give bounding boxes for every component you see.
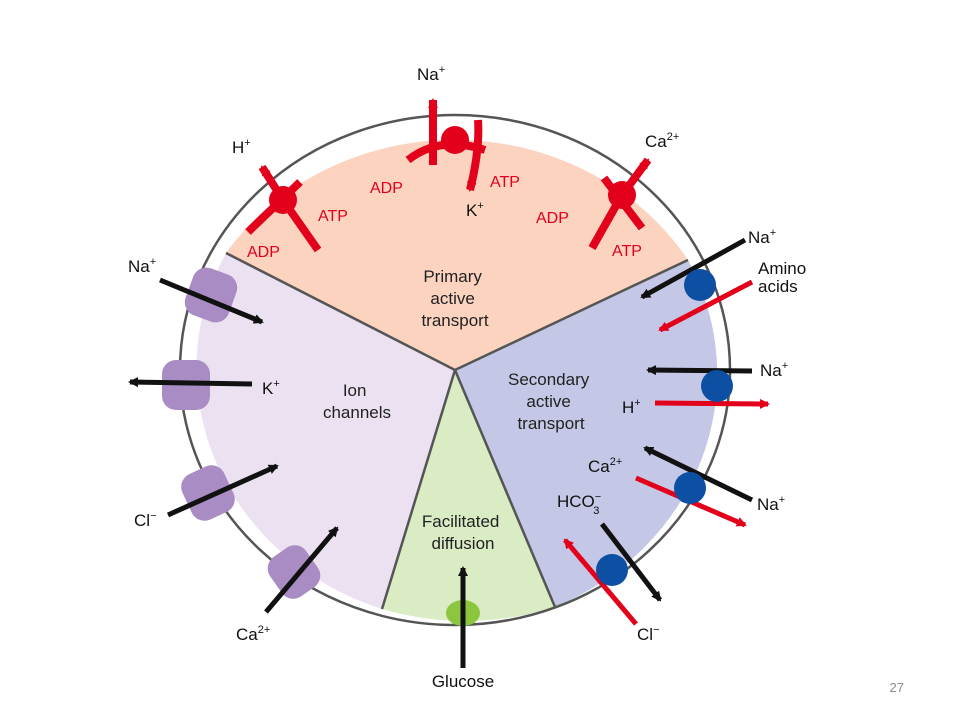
na-in-arrow xyxy=(640,237,747,300)
atp-right-label: ATP xyxy=(612,243,642,260)
k-ion-label: K+ xyxy=(262,378,280,398)
h-top-label: H+ xyxy=(232,137,251,157)
primary-active-transport-label: Primary active transport xyxy=(421,267,488,330)
antiporter-carrier xyxy=(674,472,706,504)
divider xyxy=(454,258,689,372)
amino-acid-in-arrow xyxy=(658,279,754,333)
ion-channels-sector xyxy=(196,253,455,609)
ca-secondary-label: Ca2+ xyxy=(588,456,622,476)
pump-atpase xyxy=(608,181,636,209)
glucose-label: Glucose xyxy=(432,672,494,691)
primary-active-transport-sector xyxy=(226,139,688,370)
h-secondary-label: H+ xyxy=(622,397,641,417)
ca-pump xyxy=(588,157,652,250)
ca-ion-label: Ca2+ xyxy=(236,624,270,644)
divider xyxy=(225,251,456,372)
pump-atpase xyxy=(269,186,297,214)
hco3-out-arrow xyxy=(600,522,662,602)
h-out-arrow xyxy=(654,398,770,409)
pump-atpase xyxy=(441,126,469,154)
na-secondary-label: Na+ xyxy=(757,494,785,514)
cl-ion-label: Cl− xyxy=(134,510,157,530)
ion-channel-group xyxy=(128,267,339,614)
secondary-active-transport-label: Secondary active transport xyxy=(508,370,594,433)
divider xyxy=(380,369,457,610)
k-channel xyxy=(128,360,253,410)
cl-secondary-label: Cl− xyxy=(637,624,660,644)
ion-channels-label: Ion channels xyxy=(323,381,391,422)
secondary-active-transport-sector xyxy=(455,260,718,607)
k-in-arrow xyxy=(466,119,483,192)
ca-channel xyxy=(264,526,339,614)
antiporter-carrier xyxy=(596,554,628,586)
divider xyxy=(453,369,557,608)
hco3-label: HCO−3 xyxy=(557,491,601,517)
facilitated-diffusion-label: Facilitated diffusion xyxy=(422,512,504,553)
atp-mid-label: ATP xyxy=(490,174,520,191)
na-ion-label: Na+ xyxy=(128,256,156,276)
na-secondary-label: Na+ xyxy=(760,360,788,380)
na-secondary-label: Na+ xyxy=(748,227,776,247)
adp-left-label: ADP xyxy=(247,244,280,261)
na-top-label: Na+ xyxy=(417,64,445,84)
glucose-transporter xyxy=(446,566,480,668)
na-in-arrow xyxy=(646,365,753,376)
cell xyxy=(178,113,732,627)
slide-number: 27 xyxy=(889,680,904,695)
atp-left-label: ATP xyxy=(318,208,348,225)
cl-in-arrow xyxy=(563,538,638,626)
facilitated-diffusion-sector xyxy=(382,370,555,621)
na-in-arrow xyxy=(643,445,754,503)
secondary-carrier-group xyxy=(563,237,770,626)
k-top-label: K+ xyxy=(466,200,484,220)
adp-right-label: ADP xyxy=(536,210,569,227)
na-k-pump xyxy=(405,98,487,192)
ca-top-label: Ca2+ xyxy=(645,131,679,151)
h-pump xyxy=(245,164,322,253)
amino-acids-label: Amino acids xyxy=(758,259,811,296)
symporter-carrier xyxy=(684,269,716,301)
cl-channel xyxy=(166,463,279,521)
adp-mid-label: ADP xyxy=(370,180,403,197)
na-channel xyxy=(159,267,264,325)
antiporter-carrier xyxy=(701,370,733,402)
